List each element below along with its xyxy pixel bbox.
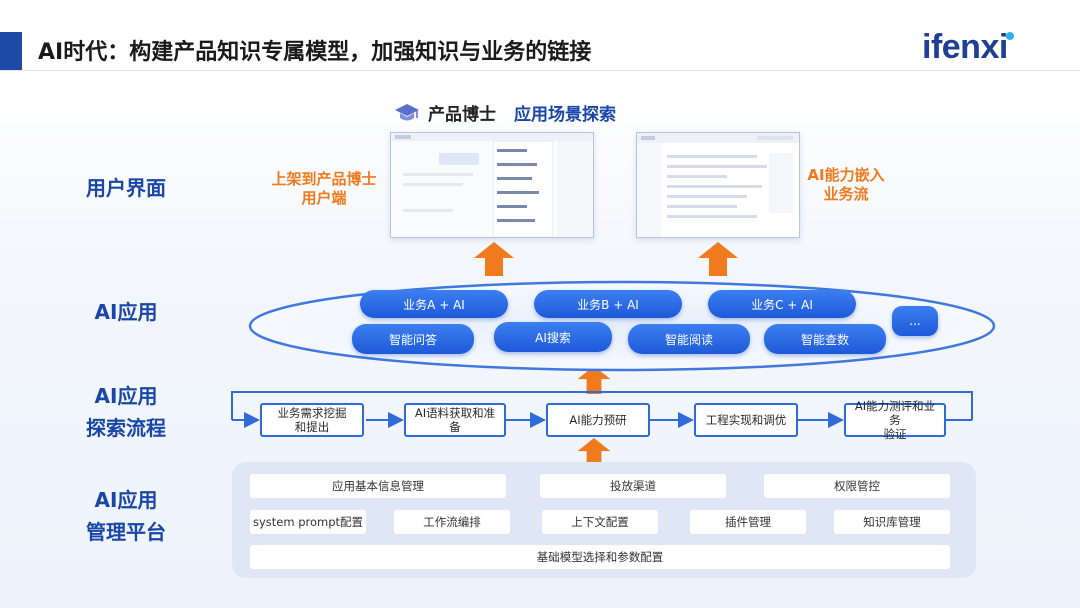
platform-item: 应用基本信息管理 <box>250 474 506 498</box>
note-right: AI能力嵌入 业务流 <box>798 166 894 204</box>
arrow-up-icon <box>698 242 738 276</box>
ai-app-more: ... <box>892 306 938 336</box>
platform-item: 权限管控 <box>764 474 950 498</box>
flow-step-text: AI能力测评和业务 <box>854 399 936 427</box>
row-label-flow-line1: AI应用 <box>94 384 158 408</box>
flow-step-text: AI语料获取和准备 <box>414 406 496 434</box>
logo-dot-icon <box>1006 32 1014 40</box>
row-label-flow-line2: 探索流程 <box>86 416 166 440</box>
brand-name: 产品博士 <box>428 105 496 125</box>
screenshot-product-doctor <box>390 132 594 238</box>
platform-item: 投放渠道 <box>540 474 726 498</box>
row-label-flow: AI应用 探索流程 <box>78 380 174 444</box>
row-label-ui: 用户界面 <box>86 176 166 200</box>
platform-item: system prompt配置 <box>250 510 366 534</box>
note-left-line2: 用户端 <box>301 189 347 207</box>
logo-text: ifenxi <box>922 28 1008 66</box>
flow-step: 工程实现和调优 <box>694 403 798 437</box>
screenshot-business-flow <box>636 132 800 238</box>
graduation-cap-icon <box>395 103 419 120</box>
note-right-line1: AI能力嵌入 <box>807 166 885 184</box>
flow-step: AI能力测评和业务验证 <box>844 399 946 441</box>
arrow-up-icon <box>577 366 611 394</box>
note-left: 上架到产品博士 用户端 <box>264 170 384 208</box>
platform-item: 知识库管理 <box>834 510 950 534</box>
flow-step-text: AI能力预研 <box>569 413 627 427</box>
flow-step-text: 工程实现和调优 <box>705 413 787 427</box>
row-label-platform-line1: AI应用 <box>94 488 158 512</box>
flow-step-text: 验证 <box>883 427 907 441</box>
flow-step-text: 和提出 <box>294 420 330 434</box>
note-left-line1: 上架到产品博士 <box>271 170 377 188</box>
arrow-up-icon <box>474 242 514 276</box>
page-title: AI时代：构建产品知识专属模型，加强知识与业务的链接 <box>38 40 592 65</box>
platform-item: 工作流编排 <box>394 510 510 534</box>
flow-step: AI语料获取和准备 <box>404 403 506 437</box>
flow-step-text: 业务需求挖掘 <box>277 406 347 420</box>
row-label-platform: AI应用 管理平台 <box>78 484 174 548</box>
screenshot-illustration-left <box>391 133 593 237</box>
arrow-up-icon <box>577 438 611 466</box>
header-divider <box>0 70 1080 71</box>
ai-app-pill: 业务C + AI <box>708 290 856 318</box>
ai-app-pill: 业务A + AI <box>360 290 508 318</box>
ai-app-pill: 智能阅读 <box>628 324 750 354</box>
platform-item: 插件管理 <box>690 510 806 534</box>
brand-logo: ifenxi <box>922 28 1014 67</box>
row-label-app: AI应用 <box>94 300 158 324</box>
platform-item: 上下文配置 <box>542 510 658 534</box>
ai-app-pill: 业务B + AI <box>534 290 682 318</box>
screenshot-illustration-right <box>637 133 799 237</box>
flow-connectors <box>231 391 973 428</box>
flow-step: 业务需求挖掘和提出 <box>260 403 364 437</box>
row-label-platform-line2: 管理平台 <box>86 520 166 544</box>
ai-app-pill: AI搜索 <box>494 322 612 352</box>
flow-step: AI能力预研 <box>546 403 650 437</box>
ai-app-pill: 智能问答 <box>352 324 474 354</box>
ai-app-pill: 智能查数 <box>764 324 886 354</box>
platform-item: 基础模型选择和参数配置 <box>250 545 950 569</box>
title-accent-bar <box>0 32 22 70</box>
note-right-line2: 业务流 <box>823 185 869 203</box>
product-brand: 产品博士 应用场景探索 <box>394 100 616 125</box>
brand-subtitle: 应用场景探索 <box>514 105 616 125</box>
